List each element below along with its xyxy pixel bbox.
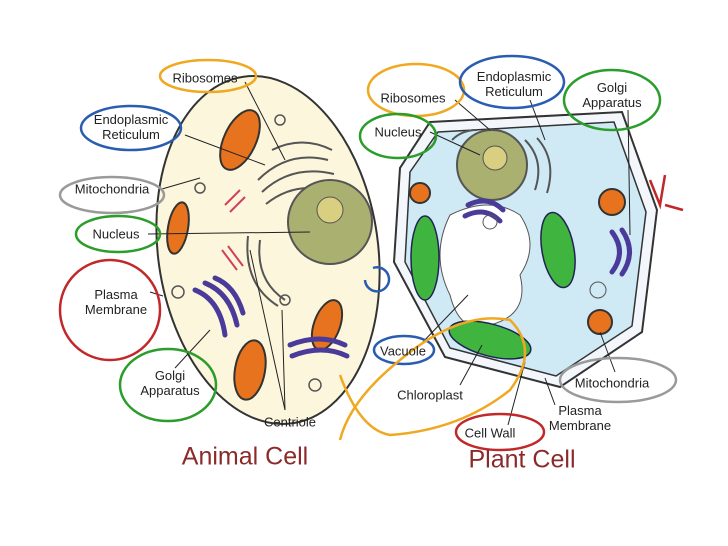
animal-label-golgi: Golgi Apparatus xyxy=(140,368,200,398)
plant-label-mitochondria: Mitochondria xyxy=(574,375,650,391)
plant-cell xyxy=(392,110,659,389)
animal-cell-title: Animal Cell xyxy=(181,442,309,471)
animal-label-nucleus: Nucleus xyxy=(92,226,140,242)
plant-label-chloroplast: Chloroplast xyxy=(397,387,463,403)
animal-label-er: Endoplasmic Reticulum xyxy=(93,112,169,142)
animal-label-mitochondria: Mitochondria xyxy=(74,181,150,197)
plant-chloroplasts xyxy=(410,211,576,360)
animal-centriole xyxy=(221,189,246,271)
animal-label-plasma-membrane: Plasma Membrane xyxy=(84,287,148,317)
animal-cell xyxy=(155,75,381,425)
animal-mitochondria xyxy=(166,109,344,401)
animal-er xyxy=(246,141,335,307)
plant-label-er: Endoplasmic Reticulum xyxy=(476,69,552,99)
plant-label-nucleus: Nucleus xyxy=(374,124,422,140)
plant-label-cell-wall: Cell Wall xyxy=(464,425,516,441)
hand-drawn-annotations xyxy=(58,54,684,452)
animal-label-centriole: Centriole xyxy=(263,414,317,430)
animal-golgi xyxy=(192,275,350,359)
animal-label-ribosomes: Ribosomes xyxy=(172,70,238,86)
plant-golgi xyxy=(462,198,632,277)
plant-cell-title: Plant Cell xyxy=(468,445,576,474)
pointer-lines xyxy=(147,81,631,426)
plant-label-vacuole: Vacuole xyxy=(379,343,427,359)
plant-label-plasma-membrane: Plasma Membrane xyxy=(548,403,612,433)
plant-mitochondria xyxy=(409,182,626,335)
plant-vacuole xyxy=(439,204,531,328)
plant-label-golgi: Golgi Apparatus xyxy=(582,80,642,110)
animal-nucleolus xyxy=(316,196,344,224)
plant-er xyxy=(451,129,552,194)
plant-label-ribosomes: Ribosomes xyxy=(380,90,446,106)
